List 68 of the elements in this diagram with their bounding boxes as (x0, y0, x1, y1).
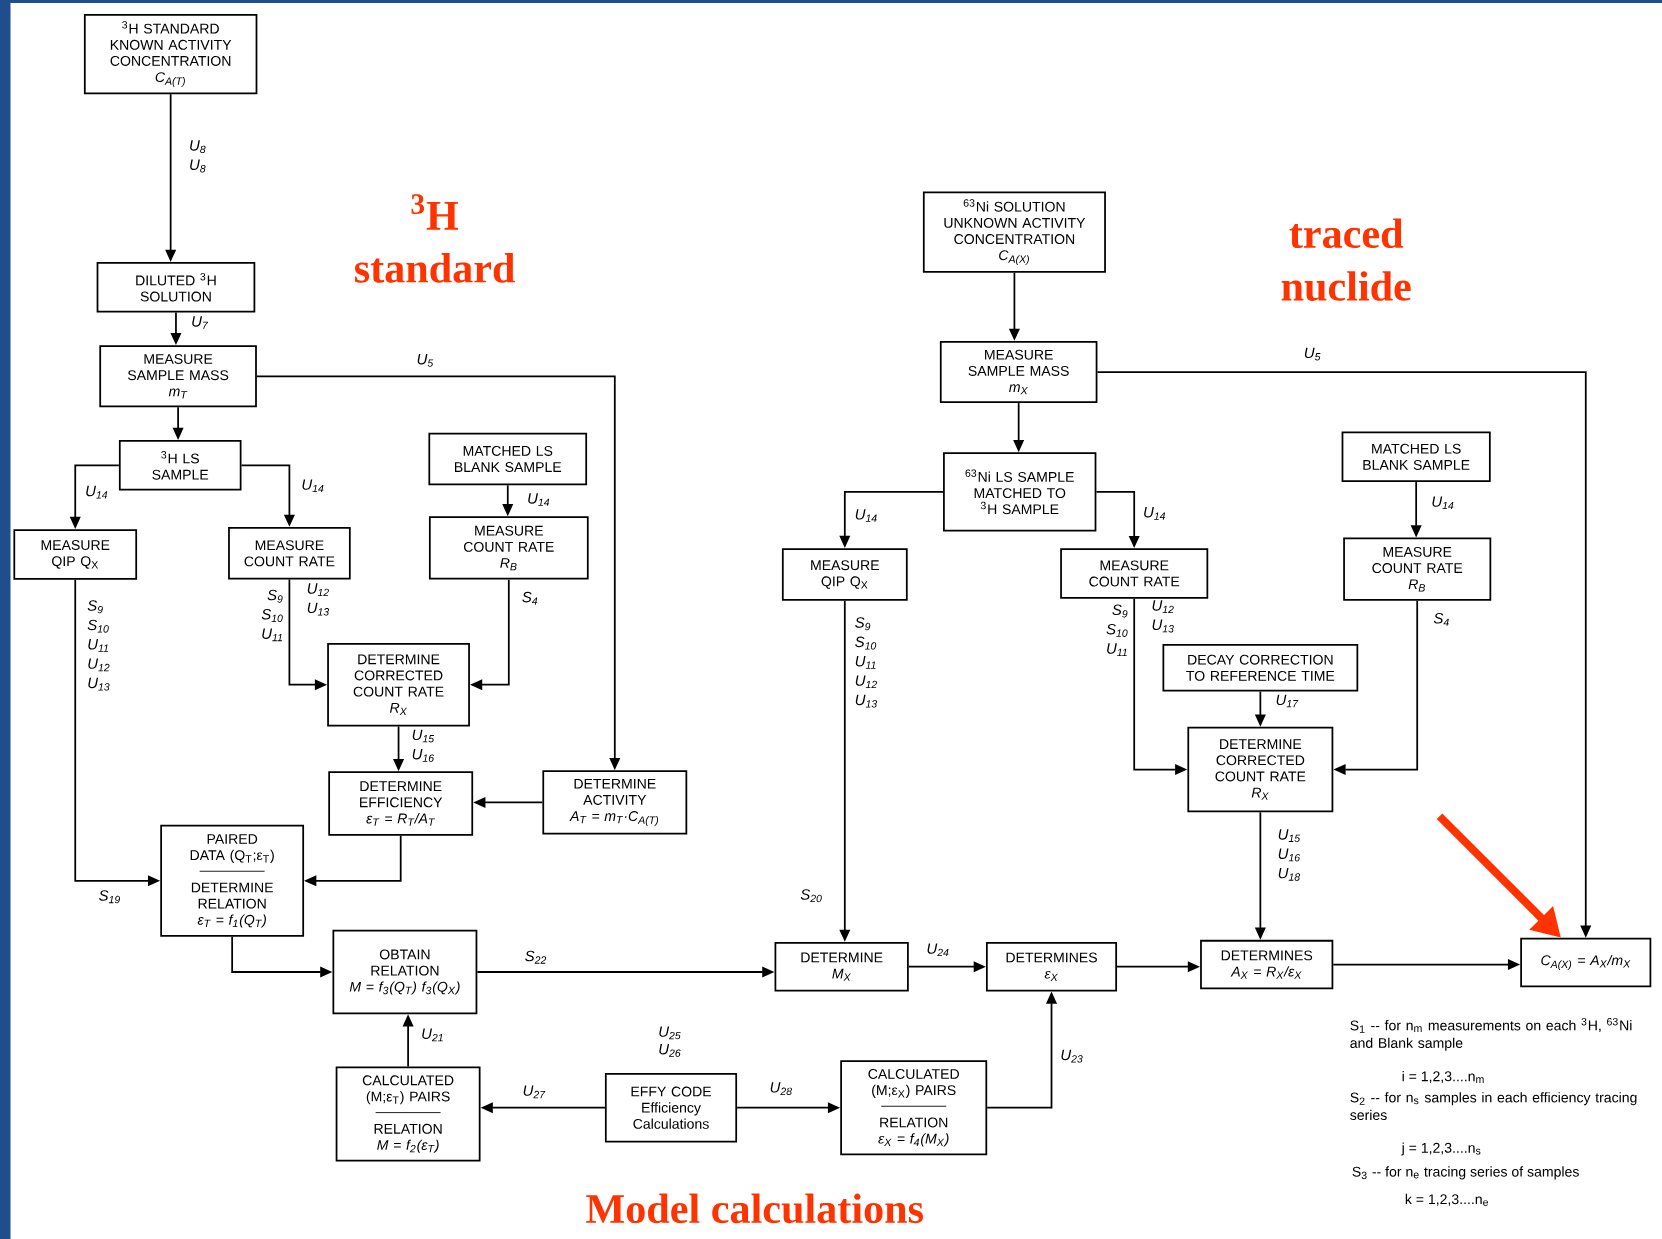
process-box: MEASURE COUNT RATE (228, 526, 351, 580)
node-label: U$_{25}$ U$_{26}$ (659, 1026, 681, 1057)
edge-label: U$_{14}$ (1144, 507, 1166, 520)
section-title: $^{3}$H standard (355, 194, 515, 283)
edge-label: S$_{9}$ S$_{10}$ U$_{11}$ U$_{12}$ U$_{13}$ (855, 617, 877, 708)
edge-label: U$_{5}$ (417, 354, 434, 367)
process-box: CALCULATED (M;ε$_{X}$) PAIRS RELATION ε$_{X}$ = f$_{4}$(M$_{X}$) (840, 1060, 988, 1156)
symbol-label: S$_{19}$ (99, 890, 120, 904)
note-text: i = 1,2,3....n$_{m}$ (1402, 1070, 1484, 1083)
process-box: EFFY CODE Efficiency Calculations (604, 1072, 738, 1143)
process-box: MEASURE COUNT RATE R$_{B}$ (428, 516, 589, 580)
process-box: DETERMINES A$_{X}$ = R$_{X}$/ε$_{X}$ (1200, 939, 1334, 990)
edge-label: S$_{9}$ S$_{10}$ U$_{11}$ U$_{12}$ U$_{13}$ (87, 600, 110, 691)
process-box: MEASURE SAMPLE MASS m$_{X}$ (939, 340, 1098, 404)
process-box: C$_{A(X)}$ = A$_{X}$/m$_{X}$ (1520, 937, 1652, 988)
note-text: S$_{2}$ -- for n$_{s}$ samples in each efficiency tracing series (1350, 1092, 1637, 1121)
process-box: MEASURE QIP Q$_{X}$ (13, 529, 138, 580)
process-box: OBTAIN RELATION M = f$_{3}$(Q$_{T}$) f$_{3}$(Q$_{X}$) (332, 929, 478, 1015)
section-title: Model calculations (586, 1193, 923, 1224)
process-box: $^{3}$H LS SAMPLE (118, 440, 242, 491)
edge-label: U$_{24}$ (927, 943, 949, 957)
edge-label: U$_{27}$ (523, 1085, 546, 1099)
edge-label: U$_{15}$ U$_{16}$ (412, 729, 435, 762)
symbol-label: U$_{12}$ U$_{13}$ (1152, 600, 1174, 633)
edge-label: U$_{5}$ (1304, 347, 1321, 361)
process-box: DETERMINE EFFICIENCY ε$_{T}$ = R$_{T}$/A$_{T}$ (328, 771, 474, 836)
note-text: j = 1,2,3....n$_{s}$ (1401, 1142, 1481, 1156)
process-box: $^{63}$Ni LS SAMPLE MATCHED TO $^{3}$H SAMPLE (943, 452, 1097, 532)
note-text: S$_{1}$ -- for n$_{m}$ measurements on each $^{3}$H, $^{63}$Ni and Blank sample (1350, 1017, 1632, 1051)
edge-label: S$_{9}$ S$_{10}$ U$_{11}$ (1106, 604, 1128, 656)
process-box: MEASURE QIP Q$_{X}$ (781, 548, 908, 601)
edge-label: S$_{4}$ (1433, 613, 1449, 626)
edge-label: U$_{14}$ (1432, 496, 1454, 510)
process-box: DECAY CORRECTION TO REFERENCE TIME (1162, 644, 1359, 692)
process-box: MATCHED LS BLANK SAMPLE (1341, 431, 1491, 483)
process-box: DETERMINE CORRECTED COUNT RATE R$_{X}$ (1187, 726, 1334, 813)
process-box: $^{3}$H STANDARD KNOWN ACTIVITY CONCENTRATION C$_{A(T)}$ (83, 13, 258, 95)
edge-label: S$_{22}$ (525, 950, 547, 964)
edge-label: U$_{14}$ (528, 493, 550, 506)
section-title: traced nuclide (1281, 218, 1411, 301)
process-box: CALCULATED (M;ε$_{T}$) PAIRS RELATION M = f$_{2}$(ε$_{T}$) (335, 1066, 481, 1162)
process-box: DETERMINE M$_{X}$ (774, 941, 909, 992)
edge-label: U$_{7}$ (192, 316, 209, 329)
process-box: $^{63}$Ni SOLUTION UNKNOWN ACTIVITY CONCENTRATION C$_{A(X)}$ (922, 191, 1106, 273)
edge-label: S$_{4}$ (522, 591, 538, 605)
symbol-label: U$_{12}$ U$_{13}$ (307, 583, 329, 616)
process-box: MEASURE COUNT RATE (1060, 548, 1209, 599)
edge-label: U$_{23}$ (1061, 1049, 1083, 1063)
edge-label: U$_{15}$ U$_{16}$ U$_{18}$ (1278, 829, 1301, 881)
edge-label: S$_{9}$ S$_{10}$ U$_{11}$ (261, 589, 283, 642)
note-text: k = 1,2,3....n$_{e}$ (1405, 1193, 1488, 1206)
symbol-label: S$_{20}$ (800, 889, 822, 903)
process-box: MEASURE SAMPLE MASS m$_{T}$ (99, 345, 257, 408)
edge-label: U$_{8}$ U$_{8}$ (190, 140, 206, 173)
edge-label: U$_{21}$ (422, 1028, 443, 1042)
note-text: S$_{3}$ -- for n$_{e}$ tracing series of samples (1352, 1166, 1579, 1180)
edge-label: U$_{14}$ (855, 509, 877, 522)
edge-label: U$_{28}$ (770, 1082, 792, 1096)
process-box: DETERMINE CORRECTED COUNT RATE R$_{X}$ (327, 643, 470, 727)
process-box: MATCHED LS BLANK SAMPLE (428, 432, 588, 486)
process-box: DETERMINES ε$_{X}$ (986, 941, 1118, 992)
edge-label: U$_{14}$ (302, 479, 324, 493)
edge-label: U$_{14}$ (86, 485, 108, 499)
edge-label: U$_{17}$ (1276, 694, 1299, 708)
process-box: PAIRED DATA (Q$_{T}$;ε$_{T}$) DETERMINE RELATION ε$_{T}$ = f$_{1}$(Q$_{T}$) (160, 824, 305, 937)
process-box: DILUTED $^{3}$H SOLUTION (96, 262, 256, 313)
process-box: DETERMINE ACTIVITY A$_{T}$ = m$_{T}$·C$_{A(T)}$ (542, 770, 688, 835)
process-box: MEASURE COUNT RATE R$_{B}$ (1343, 537, 1492, 601)
